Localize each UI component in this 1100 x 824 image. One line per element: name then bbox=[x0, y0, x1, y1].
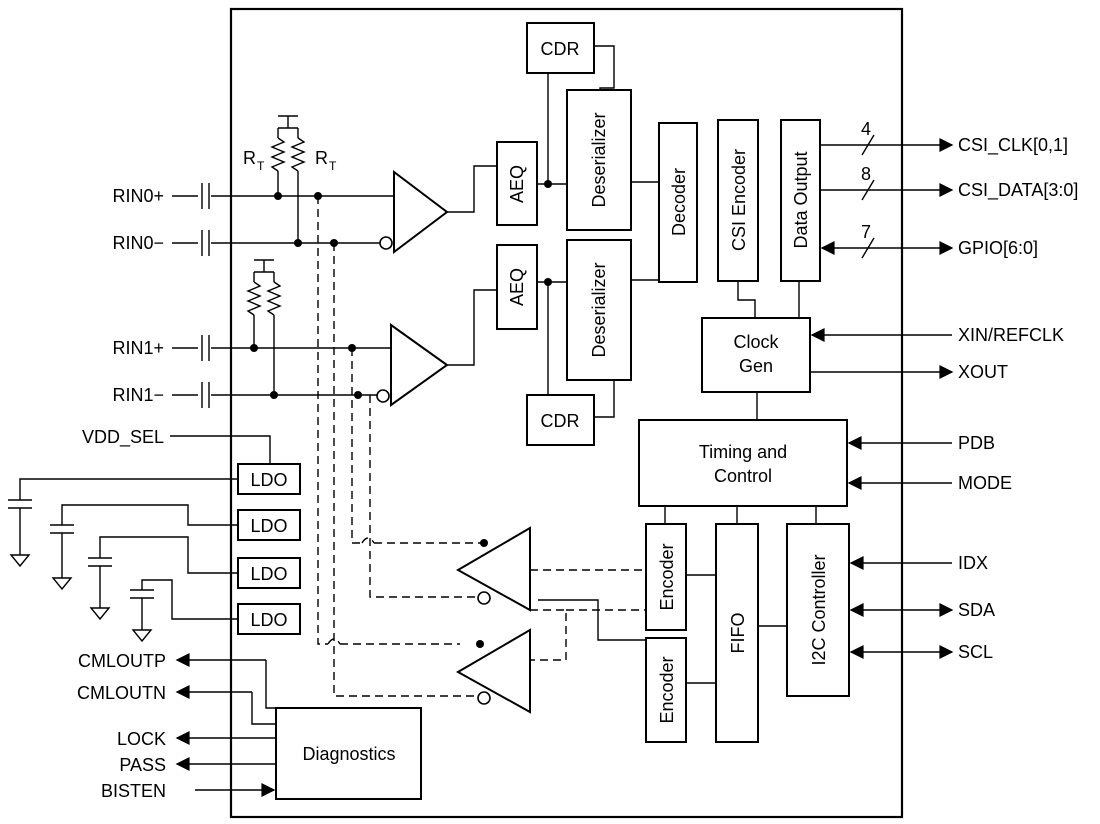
bus-width-gpio: 7 bbox=[861, 222, 871, 242]
bus-width-data: 8 bbox=[861, 164, 871, 184]
pin-idx: IDX bbox=[958, 553, 988, 573]
fifo-label: FIFO bbox=[728, 613, 748, 654]
diagnostics-label: Diagnostics bbox=[302, 744, 395, 764]
chip-outline bbox=[229, 7, 904, 819]
dashed-wires bbox=[317, 196, 648, 697]
cdr-bottom-label: CDR bbox=[541, 411, 580, 431]
svg-text:R: R bbox=[315, 148, 328, 168]
left-pin-arrows bbox=[175, 653, 276, 797]
pin-lock: LOCK bbox=[117, 729, 166, 749]
svg-text:R: R bbox=[243, 148, 256, 168]
wires bbox=[8, 45, 817, 765]
deserializer1-block: Deserializer bbox=[566, 239, 632, 381]
input-caps bbox=[201, 183, 210, 408]
output-driver-0 bbox=[455, 526, 531, 612]
decoder-label: Decoder bbox=[669, 168, 689, 236]
pin-cmloutn: CMLOUTN bbox=[77, 683, 166, 703]
ldo-3-label: LDO bbox=[250, 564, 287, 584]
timing-label-1: Timing and bbox=[699, 442, 787, 462]
pin-xout: XOUT bbox=[958, 362, 1008, 382]
i2c-controller-label: I2C Controller bbox=[809, 554, 829, 665]
right-pin-arrows bbox=[810, 134, 954, 659]
decoder-block: Decoder bbox=[658, 122, 698, 283]
aeq0-label: AEQ bbox=[507, 165, 527, 203]
pin-sda: SDA bbox=[958, 600, 995, 620]
ldo-2-block: LDO bbox=[237, 509, 301, 541]
cdr-bottom-block: CDR bbox=[526, 394, 595, 446]
pin-xin-refclk: XIN/REFCLK bbox=[958, 325, 1064, 345]
clock-gen-label-1: Clock bbox=[733, 332, 779, 352]
pin-csi-clk: CSI_CLK[0,1] bbox=[958, 135, 1068, 156]
bus-width-labels: 4 8 7 bbox=[861, 119, 871, 242]
diagnostics-block: Diagnostics bbox=[275, 707, 422, 800]
pin-rin0n: RIN0− bbox=[112, 233, 164, 253]
pin-rin1p: RIN1+ bbox=[112, 338, 164, 358]
ground-symbols bbox=[9, 554, 153, 643]
encoder-2-block: Encoder bbox=[645, 637, 687, 743]
output-driver-1 bbox=[455, 628, 531, 714]
input-amplifier-1 bbox=[376, 323, 449, 407]
i2c-controller-block: I2C Controller bbox=[786, 523, 850, 697]
timing-label-2: Control bbox=[714, 466, 772, 486]
encoder-2-label: Encoder bbox=[657, 656, 677, 723]
data-output-label: Data Output bbox=[791, 151, 811, 248]
bus-width-clk: 4 bbox=[861, 119, 871, 139]
pin-rin1n: RIN1− bbox=[112, 385, 164, 405]
pin-vdd-sel: VDD_SEL bbox=[82, 427, 164, 448]
rt-left-label: R T bbox=[243, 148, 265, 173]
data-output-block: Data Output bbox=[780, 119, 821, 282]
aeq1-label: AEQ bbox=[507, 268, 527, 306]
ldo-1-block: LDO bbox=[237, 463, 301, 495]
svg-text:T: T bbox=[329, 159, 337, 173]
csi-encoder-block: CSI Encoder bbox=[717, 119, 759, 282]
pin-csi-data: CSI_DATA[3:0] bbox=[958, 180, 1078, 201]
junction-dots bbox=[250, 180, 552, 648]
aeq0-block: AEQ bbox=[496, 141, 538, 226]
csi-encoder-label: CSI Encoder bbox=[729, 149, 749, 251]
rt-right-label: R T bbox=[315, 148, 337, 173]
pin-bisten: BISTEN bbox=[101, 781, 166, 801]
clock-gen-block: Clock Gen bbox=[701, 317, 811, 393]
encoder-1-block: Encoder bbox=[645, 523, 687, 631]
aeq1-block: AEQ bbox=[496, 244, 538, 330]
pin-mode: MODE bbox=[958, 473, 1012, 493]
timing-control-block: Timing and Control bbox=[638, 419, 848, 507]
input-amplifier-0 bbox=[379, 169, 449, 255]
cdr-top-block: CDR bbox=[526, 22, 595, 74]
deserializer0-label: Deserializer bbox=[589, 112, 609, 207]
svg-text:T: T bbox=[257, 159, 265, 173]
pin-cmloutp: CMLOUTP bbox=[78, 651, 166, 671]
right-pin-labels: CSI_CLK[0,1] CSI_DATA[3:0] GPIO[6:0] XIN… bbox=[958, 135, 1078, 662]
cdr-top-label: CDR bbox=[541, 39, 580, 59]
ldo-1-label: LDO bbox=[250, 470, 287, 490]
pin-gpio: GPIO[6:0] bbox=[958, 238, 1038, 258]
pin-rin0p: RIN0+ bbox=[112, 186, 164, 206]
ldo-4-label: LDO bbox=[250, 610, 287, 630]
pin-scl: SCL bbox=[958, 642, 993, 662]
clock-gen-label-2: Gen bbox=[739, 356, 773, 376]
deserializer1-label: Deserializer bbox=[589, 262, 609, 357]
encoder-1-label: Encoder bbox=[657, 543, 677, 610]
pin-pdb: PDB bbox=[958, 433, 995, 453]
pin-pass: PASS bbox=[119, 755, 166, 775]
left-pin-labels: RIN0+ RIN0− RIN1+ RIN1− VDD_SEL CMLOUTP … bbox=[77, 186, 166, 801]
ldo-4-block: LDO bbox=[237, 603, 301, 635]
ldo-3-block: LDO bbox=[237, 557, 301, 589]
ldo-2-label: LDO bbox=[250, 516, 287, 536]
deserializer0-block: Deserializer bbox=[566, 89, 632, 231]
fifo-block: FIFO bbox=[715, 523, 759, 743]
